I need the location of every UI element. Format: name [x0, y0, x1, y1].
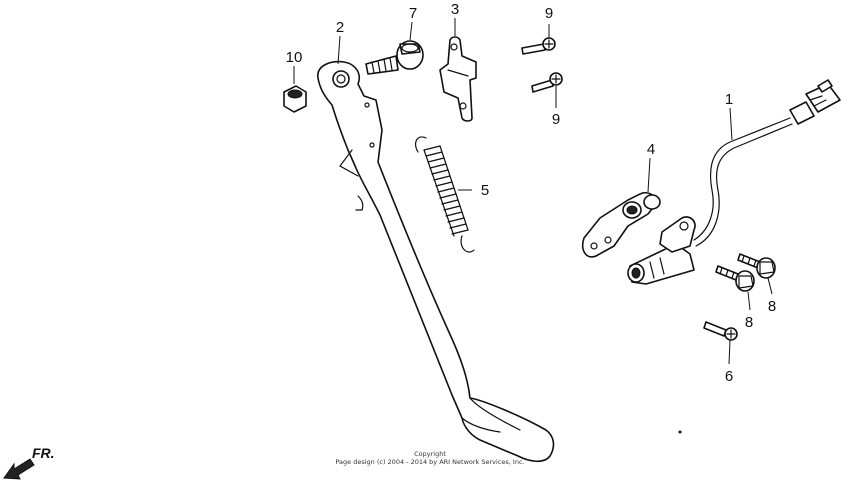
bolt-lower [715, 265, 755, 292]
side-stand-switch [627, 79, 841, 285]
side-stand [317, 60, 555, 463]
direction-label: FR. [32, 445, 55, 461]
screw-upper [521, 37, 556, 55]
screw-lower [531, 72, 563, 93]
switch-screw [703, 321, 738, 341]
callout-1: 1 [725, 91, 733, 108]
front-direction-arrow: FR. [3, 445, 55, 480]
callout-9-top: 9 [545, 5, 553, 22]
callout-8-left: 8 [745, 314, 753, 331]
callout-2: 2 [336, 19, 344, 36]
callout-4: 4 [647, 141, 655, 158]
callout-10: 10 [286, 49, 303, 66]
callout-7: 7 [409, 5, 417, 22]
callout-3: 3 [451, 1, 459, 18]
bracket-plate [439, 36, 477, 122]
return-spring [414, 136, 475, 253]
callout-5: 5 [481, 182, 489, 199]
hex-nut [283, 85, 307, 113]
callout-9-bottom: 9 [552, 111, 560, 128]
callout-6: 6 [725, 368, 733, 385]
pivot-bolt [365, 40, 424, 75]
switch-bracket [581, 191, 661, 258]
copyright-line-2: Page design (c) 2004 - 2014 by ARI Netwo… [335, 458, 525, 466]
bolt-upper [737, 253, 776, 279]
copyright-line-1: Copyright [414, 450, 446, 458]
callout-8-right: 8 [768, 298, 776, 315]
copyright-notice: Copyright Page design (c) 2004 - 2014 by… [300, 450, 560, 466]
leader-lines [293, 18, 773, 365]
